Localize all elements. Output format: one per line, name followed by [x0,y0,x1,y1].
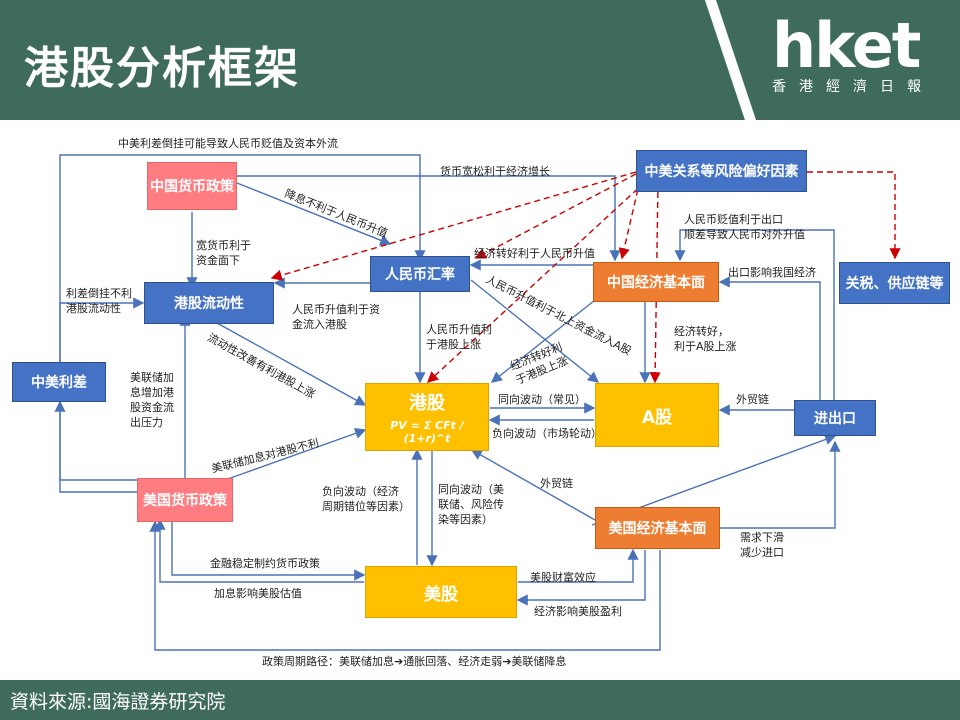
node-cn-monetary-policy: 中国货币政策 [147,162,237,210]
node-us-cn-spread: 中美利差 [12,362,106,402]
source-label: 資料來源:國海證券研究院 [10,691,226,713]
page-title: 港股分析框架 [24,43,300,94]
label-loose-money: 宽货币利于 资金面下 [196,239,251,267]
logo-sub: 香港經濟日報 [772,79,934,95]
label-trade-chain-us: 外贸链 [540,477,573,490]
label-fed-hike-outflow: 美联储加 息增加港 股资金流 出压力 [130,371,174,429]
label-fin-stability: 金融稳定制约货币政策 [210,557,320,570]
node-a-shares: A股 [595,383,719,447]
node-us-cn-risk: 中美关系等风险偏好因素 [636,150,807,192]
label-opposite-direction: 负向波动（市场轮动） [492,427,602,440]
node-tariff-supply-chain: 关税、供应链等 [839,262,950,304]
hket-logo: hket 香港經濟日報 [772,14,948,96]
node-us-economy: 美国经济基本面 [595,507,720,549]
connector-lines [54,154,901,651]
framework-diagram: 中国货币政策 港股流动性 人民币汇率 中国经济基本面 中美关系等风险偏好因素 关… [0,120,960,680]
label-rmb-capital: 人民币升值利于资 金流入港股 [292,303,380,331]
node-import-export: 进出口 [794,400,876,436]
label-rmb-depreciation: 人民币贬值利于出口 顺差导致人民币对外升值 [684,213,805,241]
header-banner [0,0,960,120]
node-us-stocks: 美股 [365,566,517,618]
node-hk-stocks: 港股 PV = Σ CFt / (1+r)^t [365,383,489,451]
label-policy-path: 政策周期路径：美联储加息➔通胀回落、经济走弱➔美联储降息 [262,655,567,668]
label-same-direction: 同向波动（常见） [498,393,586,406]
label-spread-inverted: 利差倒挂不利 港股流动性 [66,287,132,315]
label-neg-volatility: 负向波动（经济 周期错位等因素） [322,485,410,513]
label-wealth-effect: 美股财富效应 [530,571,596,584]
label-hike-valuation: 加息影响美股估值 [214,587,302,600]
node-hk-liquidity: 港股流动性 [144,282,274,324]
logo-main: hket [772,9,921,82]
node-rmb-exchange-rate: 人民币汇率 [370,256,470,292]
label-econ-good-rmb: 经济转好利于人民币升值 [474,247,595,260]
label-trade-chain-a: 外贸链 [736,393,769,406]
footer: 資料來源:國海證券研究院 [0,680,960,720]
label-pos-volatility: 同向波动（美 联储、风险传 染等因素） [438,483,504,526]
hk-stocks-label: 港股 [409,393,445,414]
header: 港股分析框架 hket 香港經濟日報 [0,0,960,120]
node-cn-economy: 中国经济基本面 [593,262,719,302]
label-demand-slide: 需求下滑 减少进口 [740,531,784,559]
node-us-monetary-policy: 美国货币政策 [137,478,233,522]
label-econ-profit: 经济影响美股盈利 [534,605,622,618]
pv-formula: PV = Σ CFt / (1+r)^t [390,419,464,445]
label-easy-money: 货币宽松利于经济增长 [440,165,550,178]
label-econ-good-a: 经济转好， 利于A股上涨 [674,325,737,353]
label-export-impact: 出口影响我国经济 [728,266,816,279]
label-top-spread: 中美利差倒挂可能导致人民币贬值及资本外流 [118,137,338,150]
label-rmb-up-hk: 人民币升值利 于港股上涨 [426,323,492,351]
